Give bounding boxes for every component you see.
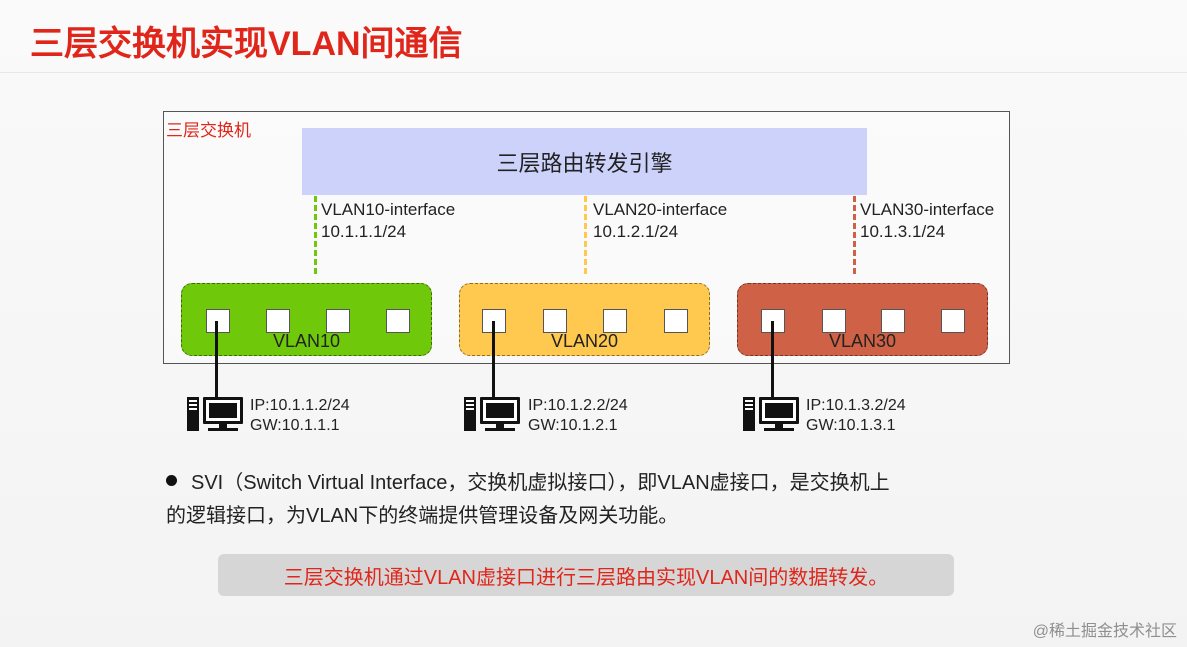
switch-port — [822, 309, 846, 333]
computer-icon — [187, 397, 243, 431]
switch-port — [326, 309, 350, 333]
host-gateway: GW:10.1.3.1 — [806, 417, 896, 434]
vlan10-interface-text: VLAN10-interface 10.1.1.1/24 — [321, 199, 455, 243]
switch-port — [543, 309, 567, 333]
interface-name: VLAN20-interface — [593, 200, 728, 219]
computer-icon — [743, 397, 799, 431]
vlan20-block: VLAN20 — [459, 283, 710, 356]
bullet-line-2: 的逻辑接口，为VLAN下的终端提供管理设备及网关功能。 — [166, 505, 679, 527]
routing-engine-box: 三层路由转发引擎 — [302, 128, 867, 195]
host1-cable — [215, 321, 218, 407]
host3-info: IP:10.1.3.2/24 GW:10.1.3.1 — [806, 396, 906, 436]
bullet-line-1: SVI（Switch Virtual Interface，交换机虚拟接口），即V… — [191, 472, 890, 494]
switch-port — [603, 309, 627, 333]
host-ip: IP:10.1.1.2/24 — [250, 397, 350, 414]
switch-port — [941, 309, 965, 333]
interface-ip: 10.1.1.1/24 — [321, 222, 407, 241]
vlan10-label: VLAN10 — [272, 331, 341, 351]
host-ip: IP:10.1.2.2/24 — [528, 397, 628, 414]
switch-port — [206, 309, 230, 333]
vlan20-label: VLAN20 — [550, 331, 619, 351]
bullet-icon — [166, 475, 177, 486]
slide-title: 三层交换机实现VLAN间通信 — [30, 25, 463, 63]
host-gateway: GW:10.1.2.1 — [528, 417, 618, 434]
title-divider — [0, 72, 1187, 73]
host3-cable — [771, 321, 774, 407]
host1-info: IP:10.1.1.2/24 GW:10.1.1.1 — [250, 396, 350, 436]
svi-description: SVI（Switch Virtual Interface，交换机虚拟接口），即V… — [166, 467, 1016, 533]
vlan20-interface-link — [584, 196, 587, 274]
host-gateway: GW:10.1.1.1 — [250, 417, 340, 434]
summary-callout: 三层交换机通过VLAN虚接口进行三层路由实现VLAN间的数据转发。 — [218, 554, 954, 596]
vlan10-interface-link — [314, 196, 317, 274]
vlan30-interface-text: VLAN30-interface 10.1.3.1/24 — [860, 199, 994, 243]
vlan30-interface-link — [853, 196, 856, 274]
interface-name: VLAN10-interface — [321, 200, 456, 219]
interface-ip: 10.1.3.1/24 — [860, 222, 946, 241]
watermark: @稀土掘金技术社区 — [1032, 623, 1177, 640]
computer-icon — [464, 397, 520, 431]
vlan30-block: VLAN30 — [737, 283, 988, 356]
vlan20-interface-text: VLAN20-interface 10.1.2.1/24 — [593, 199, 727, 243]
host-ip: IP:10.1.3.2/24 — [806, 397, 906, 414]
routing-engine-label: 三层路由转发引擎 — [496, 150, 673, 176]
vlan30-label: VLAN30 — [828, 331, 897, 351]
interface-ip: 10.1.2.1/24 — [593, 222, 679, 241]
interface-name: VLAN30-interface — [860, 200, 995, 219]
switch-port — [386, 309, 410, 333]
switch-port — [881, 309, 905, 333]
host2-info: IP:10.1.2.2/24 GW:10.1.2.1 — [528, 396, 628, 436]
summary-text: 三层交换机通过VLAN虚接口进行三层路由实现VLAN间的数据转发。 — [283, 566, 889, 589]
vlan10-block: VLAN10 — [181, 283, 432, 356]
layer3-switch-label: 三层交换机 — [166, 121, 251, 140]
switch-port — [266, 309, 290, 333]
host2-cable — [492, 321, 495, 407]
switch-port — [664, 309, 688, 333]
